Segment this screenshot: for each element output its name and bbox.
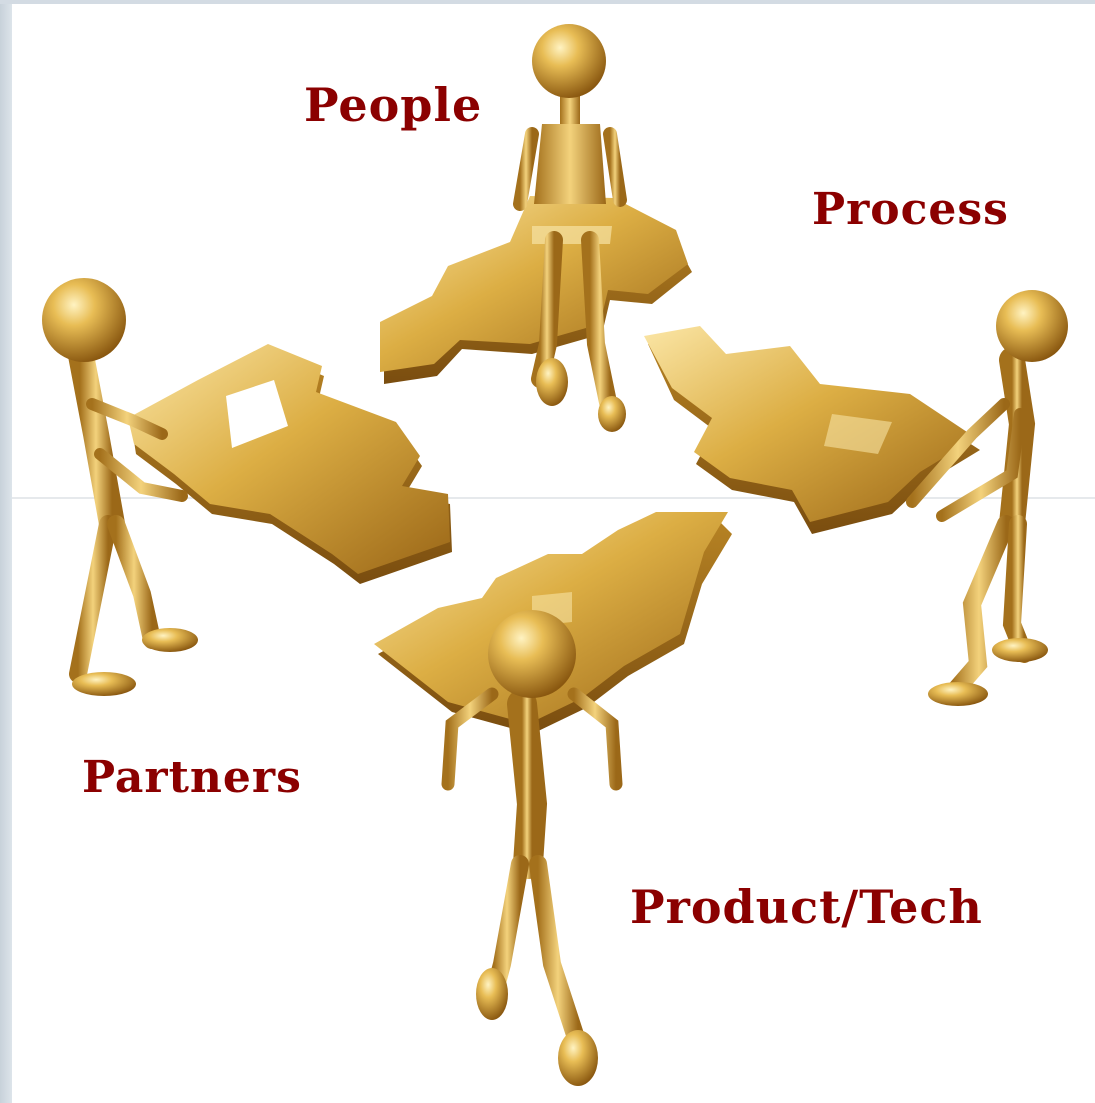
slide-canvas: People Process Partners Product/Tech	[12, 4, 1095, 1103]
figure-icon	[441, 610, 623, 1086]
people-label: People	[304, 78, 483, 132]
arrow-puzzle-piece-icon	[128, 344, 452, 584]
arrow-puzzle-piece-icon	[644, 326, 980, 534]
partners-label: Partners	[82, 752, 302, 803]
figure-icon	[513, 24, 627, 432]
teamwork-illustration	[12, 24, 1095, 1086]
slide-frame-left	[0, 0, 12, 1103]
figure-icon	[42, 278, 198, 696]
arrow-puzzle-piece-icon	[380, 196, 692, 384]
figure-icon	[906, 290, 1068, 706]
product-tech-label: Product/Tech	[630, 880, 983, 934]
process-label: Process	[812, 184, 1009, 235]
slide-frame-top	[0, 0, 1095, 4]
